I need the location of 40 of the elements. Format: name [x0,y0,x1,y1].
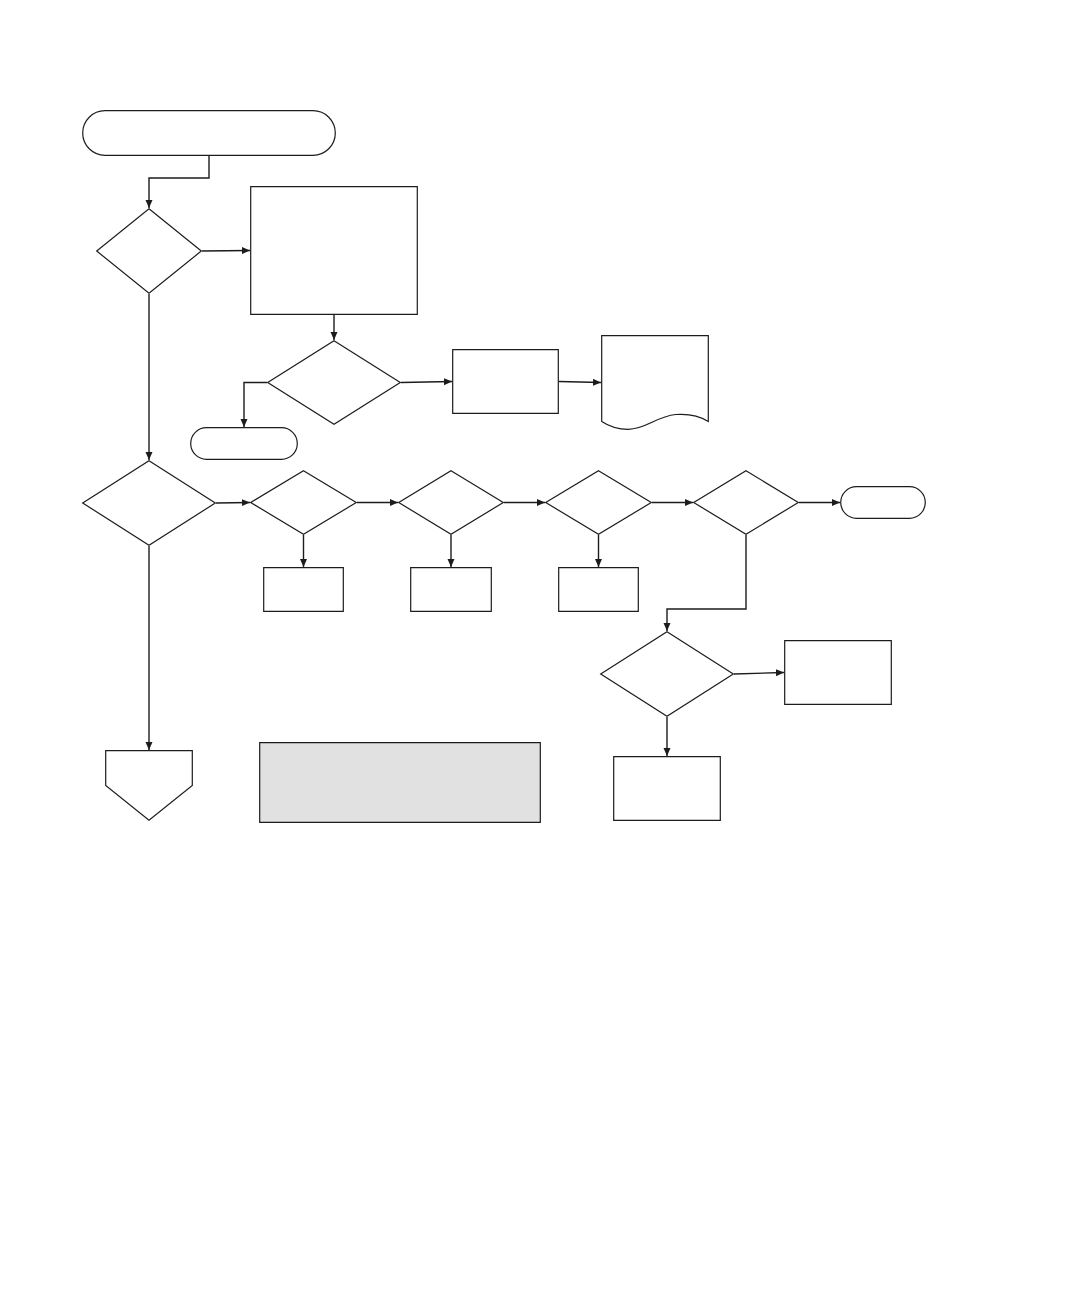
flow-arrow [558,378,602,386]
process-box [410,567,492,612]
decision-diamond [398,470,504,535]
terminator-capsule [840,486,926,519]
process-box [263,567,344,612]
flow-arrow [798,499,841,506]
flow-arrow [356,499,399,506]
flow-arrow [733,669,785,677]
flow-arrow [240,381,268,428]
flow-arrow [595,534,602,568]
decision-diamond [82,460,216,546]
process-box [613,756,721,821]
process-box [452,349,559,414]
flow-arrow [215,499,251,507]
terminator-capsule [82,110,336,156]
flow-arrow [400,378,453,386]
process-box [784,640,892,705]
decision-diamond [693,470,799,535]
flow-arrow [145,545,153,751]
decision-diamond [545,470,652,535]
note-panel [259,742,541,823]
terminator-capsule [190,427,298,460]
flow-arrow [201,247,251,255]
decision-diamond [96,208,202,294]
flow-arrow [300,534,307,568]
flow-arrow [330,314,338,341]
flow-arrow [447,534,455,568]
process-box [250,186,418,315]
flow-arrow [145,293,153,461]
flow-arrow [503,499,546,506]
flow-arrow [663,534,747,632]
flow-arrow [663,716,671,757]
off-page-connector [105,750,193,821]
flow-arrow [651,499,694,506]
flow-arrow [145,155,210,209]
decision-diamond [600,631,734,717]
process-box [558,567,639,612]
decision-diamond [250,470,357,535]
decision-diamond [267,340,401,425]
document-shape [601,335,709,430]
